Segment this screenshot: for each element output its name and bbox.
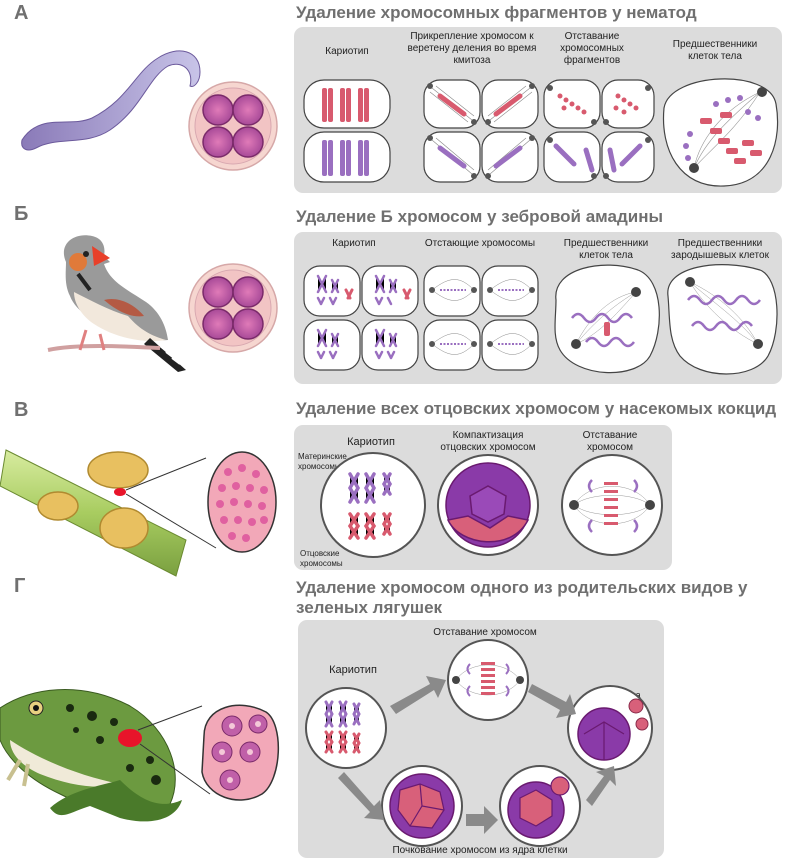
zebra-finch [47,235,186,372]
stage-label-b-germ-precursors: Предшественники зародышевых клеток [671,238,769,261]
v-compaction-cell [437,454,539,556]
stage-label-b-karyotype: Кариотип [332,238,376,249]
embryo-4cell-a [188,81,278,171]
stage-label-g-karyotype: Кариотип [329,664,377,676]
paternal-label: Отцовские хромосомы [300,549,343,568]
stage-label-a-body-precursors: Предшественники клеток тела [672,39,758,62]
section-letter-b: Б [14,203,29,225]
g-karyotype-cell [305,687,387,769]
plant-stem-with-insects [0,449,277,577]
section-title-v: Удаление всех отцовских хромосом у насек… [296,399,777,418]
b-karyotype-cells [303,265,419,371]
g-budding-cell-1 [381,765,463,847]
stage-label-b-body-precursors: Предшественники клеток тела [563,238,649,261]
section-letter-g: Г [14,575,26,597]
g-flow-arrows [338,676,616,834]
section-letter-v: В [14,399,29,421]
stage-label-a-attachment: Прикрепление хромосом к веретену деления… [407,31,537,66]
g-budding-cell-2 [499,765,581,847]
section-letter-a: А [14,2,29,24]
stage-label-v-compaction: Компактизация отцовских хромосом [440,430,536,453]
b-lagging-cells [423,265,539,371]
stage-label-g-lagging: Отставание хромосом [433,627,537,638]
a-karyotype-cells [303,79,391,183]
b-body-precursor-cell [554,264,660,374]
b-germ-precursor-cell [667,264,778,375]
maternal-label: Материнские хромосомы [298,452,347,471]
g-micronuclei-cell [567,685,653,771]
a-lagging-cells [543,79,655,183]
embryo-4cell-b [188,263,278,353]
section-title-g-line1: Удаление хромосом одного из родительских… [296,578,748,597]
stage-label-v-lagging: Отставание хромосом [582,430,638,453]
section-title-a: Удаление хромосомных фрагментов у немато… [296,3,697,22]
nematode-worm [21,50,201,151]
stage-label-a-lagging: Отставание хромосомных фрагментов [560,31,624,66]
stage-label-b-lagging: Отстающие хромосомы [424,238,536,249]
g-lagging-cell [447,639,529,721]
v-karyotype-cell [320,452,426,558]
section-title-g-line2: зеленых лягушек [296,598,443,617]
stage-label-v-karyotype: Кариотип [347,436,395,448]
stage-label-a-karyotype: Кариотип [325,46,369,57]
v-lagging-cell [561,454,663,556]
a-body-precursor-cell [662,78,779,187]
stage-label-g-budding: Почкование хромосом из ядра клетки [392,845,568,856]
section-title-b: Удаление Б хромосом у зебровой амадины [296,207,664,226]
green-frog [0,689,280,822]
a-spindle-cells [423,79,539,183]
